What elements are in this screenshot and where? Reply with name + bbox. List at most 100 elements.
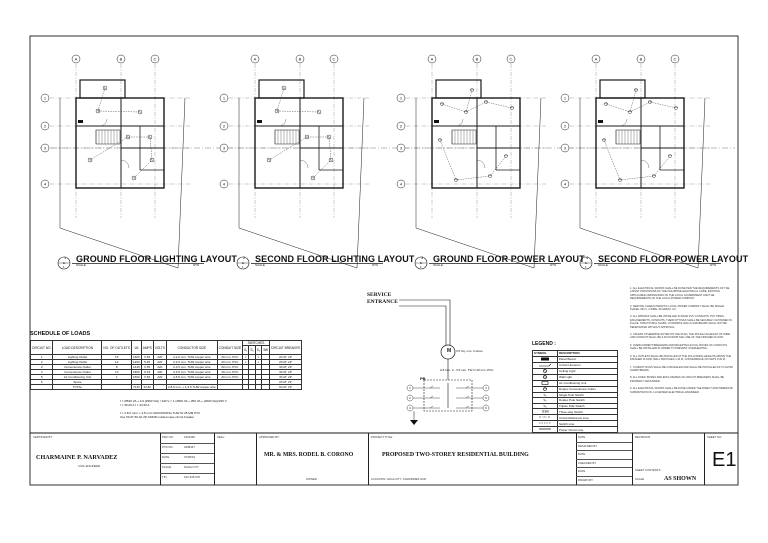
layout-title: GROUND FLOOR LIGHTING LAYOUT [76, 254, 237, 264]
grid-label: C [674, 57, 677, 62]
schedule-cell [254, 384, 263, 390]
grid-bubble [670, 54, 680, 64]
legend-description: Single Pole Switch [557, 391, 618, 399]
breaker-icon [465, 395, 470, 399]
grid-bubble [219, 179, 229, 189]
upper-wing [435, 79, 482, 99]
grid-bubble [472, 54, 482, 64]
schedule-cell: 60 AT, 2P [268, 384, 302, 390]
schedule-of-loads-table: CIRCUIT NO. LOAD DESCRIPTION NO. OF OUTL… [29, 340, 302, 390]
schedule-note-1: I = (8520 VA + 1/4 (2500 VA)) / 230 V = … [120, 399, 227, 403]
svg-text:S3w: S3w [542, 410, 549, 414]
schedule-header: LOAD DESCRIPTION [52, 340, 103, 355]
row-divider [160, 453, 214, 454]
sheet-number: E1 [712, 449, 737, 471]
date-row-label: DRAWN BY [578, 477, 593, 482]
legend-symbol-icon [543, 386, 547, 391]
grid-bubble [560, 179, 570, 189]
schedule-header: VA [131, 340, 142, 355]
layout-scale: SCALE [598, 263, 608, 267]
date-row-label: DESIGNED BY [578, 443, 598, 448]
layout-num: 3 [421, 255, 424, 260]
breaker-icon [429, 405, 434, 409]
building-outline [595, 97, 685, 189]
door-swing [99, 118, 108, 127]
door-swing [476, 159, 486, 169]
grid-bubble [329, 54, 339, 64]
schedule-header: CONDUIT SIZE [216, 340, 244, 355]
location: LOCATION: NAGA CITY, CAMARINES SUR [371, 477, 427, 481]
project-title: PROPOSED TWO-STOREY RESIDENTIAL BUILDING [382, 452, 529, 458]
grid-bubble [396, 143, 406, 153]
row-divider [576, 441, 632, 443]
schedule-cell: 1440 [131, 364, 142, 370]
stair [274, 129, 300, 145]
layout-sheet: E-1 [242, 261, 245, 269]
row-divider [160, 443, 214, 444]
grid-bubble [396, 179, 406, 189]
row-divider [160, 463, 214, 464]
revisions-label: REVISIONS [635, 435, 651, 439]
registration-label: TIN [162, 475, 167, 479]
grid-label: 2 [400, 124, 403, 129]
grid-label: 2 [44, 124, 47, 129]
circuit-number: 5 [485, 396, 487, 400]
registration-value: 07/08/19 [184, 455, 195, 459]
grid-bubble [396, 93, 406, 103]
registration-label: DATE [162, 455, 170, 459]
schedule-cell [29, 384, 54, 390]
schedule-cell: 2-2.0 mm. THW copper wire [165, 354, 218, 360]
grid-bubble [560, 121, 570, 131]
schedule-cell: 1500 [131, 374, 142, 380]
general-notes: 1. ALL ELECTRICAL WORKS SHALL BE DONE PE… [630, 287, 734, 398]
grid-bubble [116, 54, 126, 64]
circuit-number: 1 [409, 386, 411, 390]
legend-symbol-icon [543, 374, 547, 379]
scale-label: SCALE [635, 477, 645, 481]
grid-bubble [219, 143, 229, 153]
grid-label: 3 [44, 146, 47, 151]
ground-icon [410, 420, 418, 425]
building-outline [431, 97, 521, 189]
date-row-label: DATE [578, 435, 586, 439]
registration-label: PRC NO. [162, 435, 174, 439]
layout-num: 4 [586, 255, 589, 260]
schedule-cell [101, 384, 132, 390]
sheet-number-cell: SHEET NO. E1 [704, 433, 738, 485]
lot-boundary [415, 97, 542, 269]
grid-label: A [431, 57, 434, 62]
scale-value: AS SHOWN [664, 476, 697, 482]
legend-symbol-icon [541, 357, 549, 361]
row-divider [576, 458, 632, 460]
schedule-cell: 1800 [131, 369, 142, 375]
circuit-number: 3 [409, 406, 411, 410]
project-title-label: PROJECT TITLE [371, 435, 393, 439]
grid-bubble [560, 143, 570, 153]
sheet-contents-label: SHEET CONTENTS [635, 468, 661, 472]
layout-title: SECOND FLOOR LIGHTING LAYOUT [255, 254, 415, 264]
grid-label: A [254, 57, 257, 62]
grid-label: 1 [223, 96, 226, 101]
legend-row: Duplex Convenience Outlet [532, 385, 618, 393]
circuit-run [268, 87, 332, 179]
schedule-header-row: CIRCUIT NO. LOAD DESCRIPTION NO. OF OUTL… [29, 340, 302, 355]
registration-label: PTR NO. [162, 445, 174, 449]
general-note: 5. OVERCURRENT BREAKERS AND RECEPTACLE P… [630, 343, 727, 351]
layout-scale: SCALE [433, 263, 443, 267]
schedule-note-4: Use 50 AT 60 AF 2P GMCB molded case circ… [120, 415, 195, 419]
upper-wing [79, 79, 126, 99]
grid-bubble [150, 54, 160, 64]
layout-title: GROUND FLOOR POWER LAYOUT [433, 254, 585, 264]
grid-bubble [560, 93, 570, 103]
grid-bubble [295, 54, 305, 64]
sheet-border [29, 35, 739, 486]
